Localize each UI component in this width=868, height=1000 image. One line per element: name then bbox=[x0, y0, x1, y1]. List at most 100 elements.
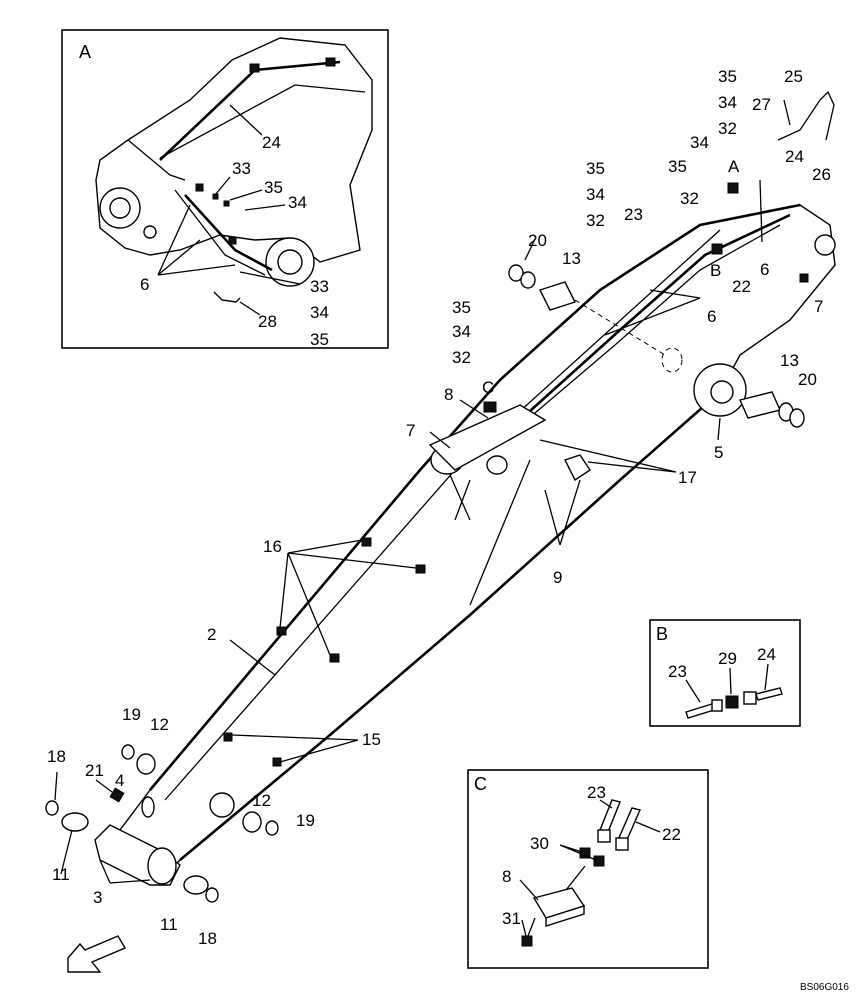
callout-r24: 24 bbox=[785, 147, 804, 166]
b-tube-23 bbox=[685, 703, 715, 719]
bushing-13 bbox=[539, 281, 576, 311]
bolt-28 bbox=[213, 291, 241, 303]
callout-m34: 34 bbox=[718, 93, 737, 112]
boss-7b bbox=[486, 455, 508, 475]
callout-b23: 23 bbox=[668, 662, 687, 681]
fitting-7r bbox=[799, 273, 809, 283]
leader-a6 bbox=[157, 204, 236, 276]
top-boss bbox=[814, 234, 836, 256]
callout-ci23: 23 bbox=[587, 783, 606, 802]
leader-20 bbox=[524, 236, 537, 261]
c-nut-22 bbox=[615, 837, 629, 851]
callout-m19: 19 bbox=[122, 705, 141, 724]
clamp-a1 bbox=[249, 63, 260, 73]
c-bolt-31 bbox=[521, 935, 533, 947]
ring-20-2 bbox=[520, 271, 536, 289]
arrow-c bbox=[483, 401, 497, 413]
callout-m32: 32 bbox=[718, 119, 737, 138]
c-block-8-side bbox=[545, 905, 585, 927]
callout-b24: 24 bbox=[757, 645, 776, 664]
ring-18 bbox=[45, 800, 59, 816]
inset-c: C 23 30 22 8 31 bbox=[467, 769, 709, 969]
inset-a-frame bbox=[61, 29, 389, 349]
callout-m34b: 34 bbox=[452, 322, 471, 341]
clamp-16-a bbox=[361, 537, 372, 547]
callout-m11: 11 bbox=[52, 865, 70, 884]
c-tube-22 bbox=[617, 807, 641, 843]
inset-c-frame bbox=[467, 769, 709, 969]
grease-line-lower bbox=[184, 194, 273, 272]
boom-end-edge bbox=[127, 139, 186, 181]
callout-c32: 32 bbox=[586, 211, 605, 230]
bushing-12 bbox=[136, 753, 156, 775]
callout-m15: 15 bbox=[362, 730, 381, 749]
leader-21 bbox=[95, 779, 113, 793]
leader-a35 bbox=[229, 189, 263, 201]
clamp-a4 bbox=[228, 236, 237, 245]
leader-2 bbox=[229, 639, 276, 676]
callout-m21: 21 bbox=[85, 761, 104, 780]
boss-5-hole bbox=[710, 380, 734, 404]
hyd-line-2 bbox=[514, 224, 781, 431]
clamp-15-a bbox=[223, 732, 233, 742]
callout-m11b: 11 bbox=[160, 915, 178, 934]
callout-ci8: 8 bbox=[502, 867, 511, 886]
callout-m35: 35 bbox=[718, 67, 737, 86]
callout-m32b: 32 bbox=[680, 189, 699, 208]
clamp-a3 bbox=[195, 183, 204, 192]
b-leaders bbox=[685, 663, 769, 703]
leader-9 bbox=[544, 479, 581, 546]
c-leaders bbox=[519, 799, 661, 937]
leader-15 bbox=[231, 734, 359, 763]
callout-m18b: 18 bbox=[198, 929, 217, 948]
callout-m7: 7 bbox=[406, 421, 415, 440]
inset-a: A 24 33 35 34 6 33 28 34 bbox=[61, 29, 389, 349]
callout-a28: 28 bbox=[258, 312, 277, 331]
leader-a28 bbox=[239, 301, 261, 316]
pin-hole-left bbox=[109, 197, 131, 219]
figure-code: BS06G016 bbox=[800, 982, 849, 993]
grease-line-lower-2 bbox=[174, 189, 266, 276]
callout-a33-bot: 33 bbox=[310, 277, 329, 296]
boom-end bbox=[95, 37, 373, 263]
c-leader-30 bbox=[559, 844, 597, 861]
arrow-b bbox=[711, 243, 723, 255]
ring-19b bbox=[265, 820, 279, 836]
callout-m19b: 19 bbox=[296, 811, 315, 830]
c-nut-23 bbox=[597, 829, 611, 843]
leader-5 bbox=[717, 417, 721, 441]
callout-m22: 22 bbox=[732, 277, 751, 296]
callout-r27: 27 bbox=[752, 95, 771, 114]
callout-a33-top: 33 bbox=[232, 159, 251, 178]
arrow-a bbox=[727, 182, 739, 194]
c-tube-23 bbox=[599, 799, 621, 833]
small-hole bbox=[143, 225, 157, 239]
boss-lower bbox=[209, 792, 235, 818]
clamp-16-d bbox=[329, 653, 340, 663]
pin-hole-right bbox=[277, 249, 303, 275]
callout-m2: 2 bbox=[207, 625, 216, 644]
ring-20-1 bbox=[508, 264, 524, 282]
callout-m8: 8 bbox=[444, 385, 453, 404]
leader-6b bbox=[604, 289, 701, 336]
callout-a34-top: 34 bbox=[288, 193, 307, 212]
bracket-8 bbox=[428, 404, 547, 471]
callout-m3: 3 bbox=[93, 888, 102, 907]
leader-a34 bbox=[244, 204, 286, 211]
boom-bottom-edge bbox=[179, 391, 721, 861]
callout-m12b: 12 bbox=[252, 791, 271, 810]
leader-a33b bbox=[239, 271, 301, 285]
bushing-11 bbox=[61, 812, 89, 832]
callout-m7r: 7 bbox=[814, 297, 823, 316]
hidden-boss bbox=[661, 347, 683, 373]
clamp-a2 bbox=[325, 57, 336, 67]
leader-7 bbox=[429, 431, 451, 449]
leader-17 bbox=[539, 439, 677, 473]
fitting-17 bbox=[564, 454, 591, 482]
leader-8 bbox=[459, 399, 489, 419]
callout-r35: 35 bbox=[668, 157, 687, 176]
leader-3 bbox=[99, 859, 151, 884]
leader-11 bbox=[60, 829, 73, 875]
